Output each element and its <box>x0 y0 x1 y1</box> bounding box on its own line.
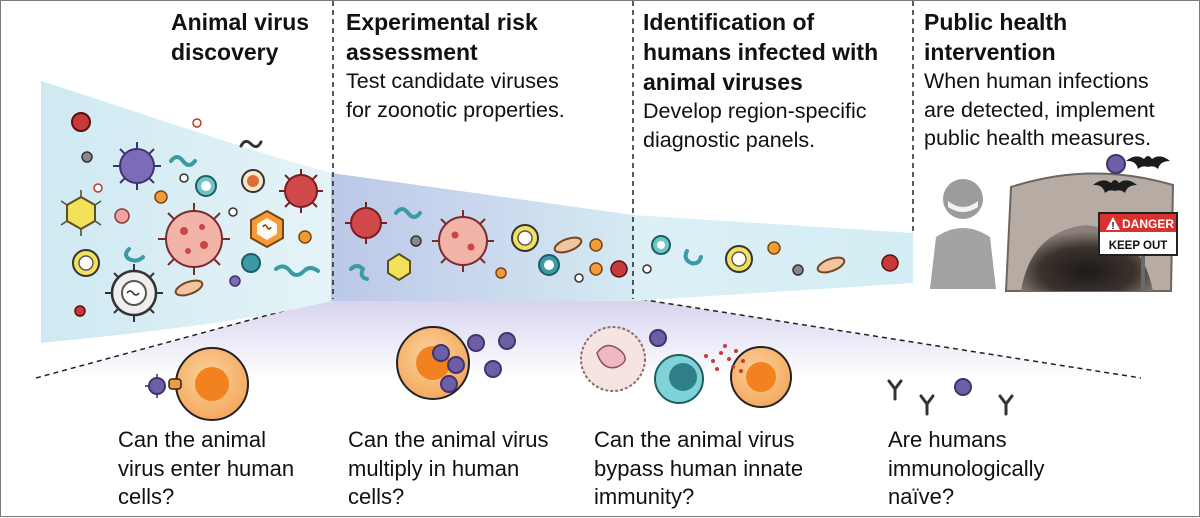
sign-keep-out-label: KEEP OUT <box>1109 240 1168 252</box>
small-virus-dot <box>792 264 804 276</box>
purple-virus-icon <box>113 142 161 190</box>
virus-cluster-identification <box>642 235 899 276</box>
filamentous-virus-icon <box>394 207 422 219</box>
lower-band <box>36 298 1141 378</box>
small-virus-dot <box>298 230 312 244</box>
virus-cluster-risk <box>345 202 628 283</box>
small-virus-dot <box>767 241 781 255</box>
filamentous-virus-icon <box>349 264 369 281</box>
stage-title-intervention: Public health intervention <box>924 9 1068 65</box>
yellow-virus-icon <box>387 252 411 282</box>
coronavirus-icon <box>158 203 230 275</box>
red-virus-icon <box>345 202 387 244</box>
stage-title-risk-assessment: Experimental risk assessment <box>346 9 538 65</box>
virus-cluster-discovery <box>60 112 323 322</box>
small-virus-dot <box>410 235 422 247</box>
small-virus-dot <box>881 254 899 272</box>
purple-virus-icon <box>1106 154 1126 174</box>
small-virus-dot <box>589 238 603 252</box>
small-virus-dot <box>154 190 168 204</box>
sign-danger-label: DANGER <box>1122 217 1174 231</box>
yellow-virus-icon <box>60 190 102 236</box>
virus-multiply-illustration <box>396 326 516 400</box>
filamentous-virus-icon <box>169 155 197 167</box>
small-virus-dot <box>229 275 241 287</box>
stage-description-risk-assessment: Test candidate viruses for zoonotic prop… <box>346 69 565 122</box>
stage-title-identification: Identification of humans infected with a… <box>643 9 879 95</box>
filamentous-virus-icon <box>124 247 145 263</box>
question-entry: Can the animal virus enter human cells? <box>118 427 295 509</box>
small-virus-dot <box>93 183 103 193</box>
small-virus-dot <box>642 264 652 274</box>
stage-identification: Identification of humans infected with a… <box>643 7 909 154</box>
red-virus-icon <box>279 169 323 213</box>
teal-virus-icon <box>651 235 671 255</box>
teal-virus-icon-2 <box>241 253 261 273</box>
stage-risk-assessment: Experimental risk assessment Test candid… <box>346 7 628 124</box>
small-virus-dot <box>574 273 584 283</box>
question-innate-immunity: Can the animal virus bypass human innate… <box>594 427 804 509</box>
small-virus-dot <box>192 118 202 128</box>
ringed-virus-icon-2 <box>241 169 265 193</box>
filamentous-virus-icon <box>274 264 320 277</box>
stage-description-identification: Develop region-specific diagnostic panel… <box>643 99 867 152</box>
ringed-virus-icon <box>511 224 539 252</box>
public-health-scene: ! DANGER KEEP OUT <box>930 154 1178 292</box>
coronavirus-icon <box>432 210 494 272</box>
stage-intervention: Public health intervention When human in… <box>924 7 1199 153</box>
teal-virus-icon <box>538 254 560 276</box>
stage-discovery: Animal virus discovery <box>171 7 329 67</box>
filamentous-virus-icon <box>239 139 263 149</box>
stage-description-intervention: When human infections are detected, impl… <box>924 69 1155 150</box>
question-immunologically-naive: Are humans immunologically naïve? <box>888 427 1045 509</box>
small-virus-dot <box>610 260 628 278</box>
small-virus-dot <box>81 151 93 163</box>
antibodies-illustration <box>887 378 1014 416</box>
bat-icon <box>1093 156 1170 193</box>
cell-entry-illustration <box>145 347 249 421</box>
small-virus-dot <box>71 112 91 132</box>
bullet-virus-icon <box>174 279 204 297</box>
stage-title-discovery: Animal virus discovery <box>171 9 310 65</box>
small-virus-dot <box>114 208 130 224</box>
filamentous-virus-icon <box>683 249 703 266</box>
small-virus-dot <box>74 305 86 317</box>
question-multiply: Can the animal virus multiply in human c… <box>348 427 549 509</box>
orange-hexagon-virus-icon <box>250 209 284 249</box>
enveloped-virus-icon <box>105 264 163 322</box>
teal-virus-icon <box>195 175 217 197</box>
person-icon <box>930 179 996 289</box>
innate-immunity-illustration <box>580 326 792 408</box>
small-virus-dot <box>495 267 507 279</box>
ringed-virus-icon <box>72 249 100 277</box>
ringed-virus-icon <box>725 245 753 273</box>
small-virus-dot <box>589 262 603 276</box>
bullet-virus-icon <box>553 236 583 254</box>
small-virus-dot <box>179 173 189 183</box>
sign-warning-mark: ! <box>1111 221 1114 232</box>
small-virus-dot <box>228 207 238 217</box>
bullet-virus-icon <box>816 256 846 274</box>
danger-sign: ! DANGER KEEP OUT <box>1098 212 1178 289</box>
